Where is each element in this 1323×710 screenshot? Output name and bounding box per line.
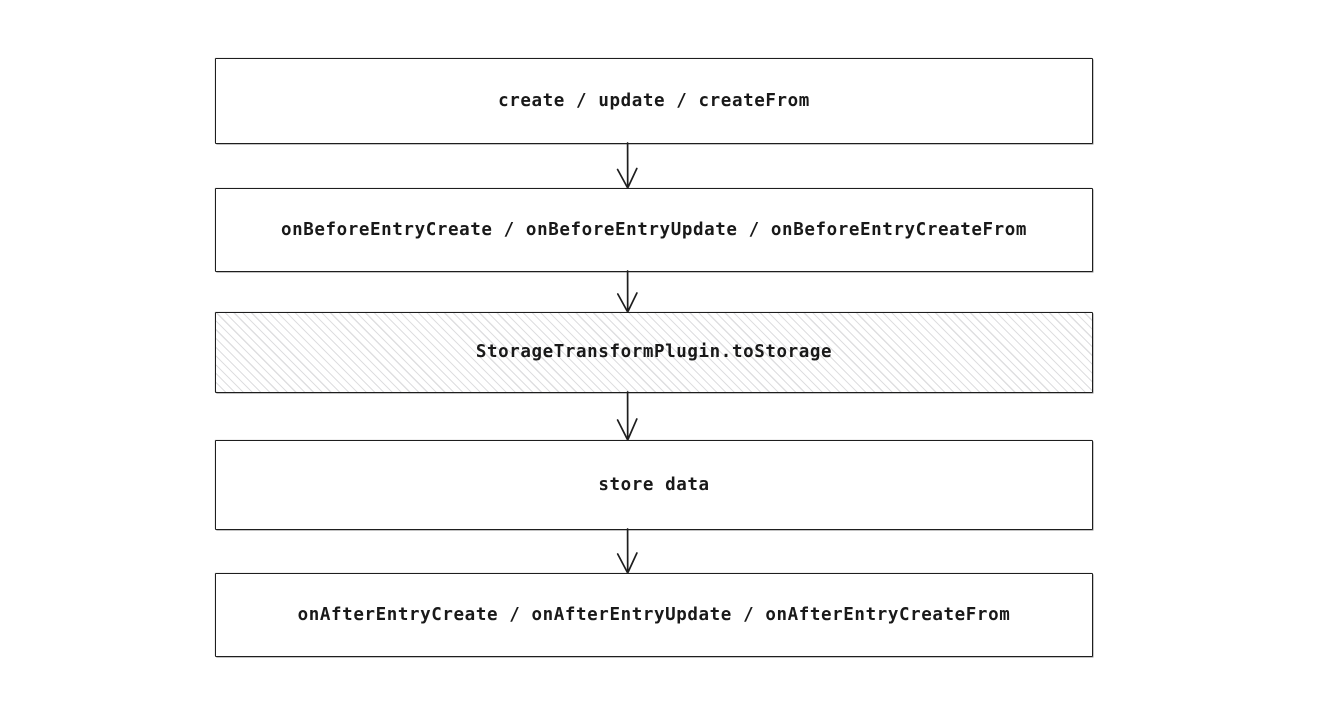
flow-arrow-create-to-onbefore	[604, 142, 654, 189]
flow-node-label: create / update / createFrom	[498, 90, 810, 111]
flow-node-onafter-entry-hooks[interactable]: onAfterEntryCreate / onAfterEntryUpdate …	[215, 573, 1093, 657]
flow-node-label: store data	[598, 474, 710, 495]
flow-node-label: onBeforeEntryCreate / onBeforeEntryUpdat…	[280, 219, 1028, 240]
flow-node-store-data[interactable]: store data	[215, 440, 1093, 530]
flow-node-label: StorageTransformPlugin.toStorage	[475, 342, 833, 362]
flow-arrow-onbefore-to-tostorage	[604, 270, 654, 313]
flow-node-onbefore-entry-hooks[interactable]: onBeforeEntryCreate / onBeforeEntryUpdat…	[215, 188, 1093, 272]
flow-arrow-storedata-to-onafter	[604, 528, 654, 574]
flow-node-storagetransformplugin-tostorage[interactable]: StorageTransformPlugin.toStorage	[215, 312, 1093, 393]
flow-arrow-tostorage-to-storedata	[604, 391, 654, 441]
flow-node-create-update-createfrom[interactable]: create / update / createFrom	[215, 58, 1093, 144]
flow-node-label: onAfterEntryCreate / onAfterEntryUpdate …	[297, 604, 1011, 625]
